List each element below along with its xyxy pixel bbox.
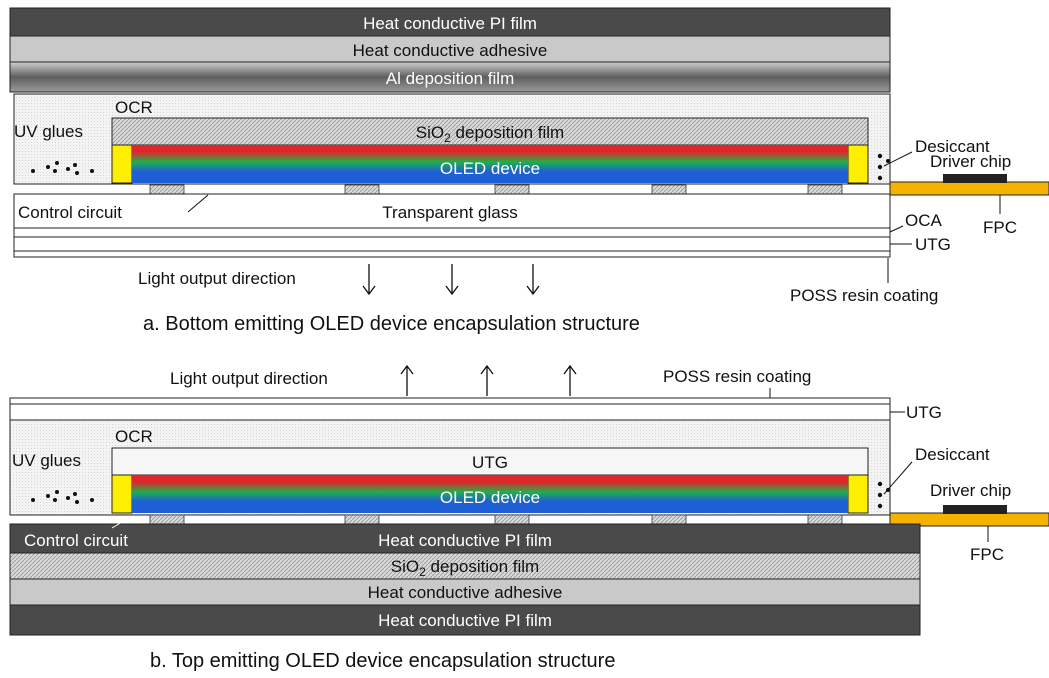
- uv-glue-left: [111, 144, 133, 184]
- utg-inner-label-b: UTG: [472, 453, 508, 472]
- driver-chip-label: Driver chip: [930, 152, 1011, 171]
- uv-glue-right-b: [847, 474, 869, 514]
- adhesive-layer-b: [9, 578, 921, 606]
- pi-film-layer: [9, 7, 891, 37]
- diagram-a: Heat conductive PI film Heat conductive …: [9, 7, 1049, 335]
- oled-device-label: OLED device: [440, 159, 540, 178]
- light-arrows-up: [400, 364, 577, 396]
- caption-b: b. Top emitting OLED device encapsulatio…: [150, 650, 615, 672]
- pi-film-label-2-b: Heat conductive PI film: [378, 611, 552, 630]
- utg-layer: [13, 236, 891, 252]
- sio2-film-label: SiO2 deposition film: [416, 123, 564, 145]
- fpc-strip: [889, 181, 1049, 196]
- control-circuit-label: Control circuit: [18, 203, 122, 222]
- oca-label: OCA: [905, 211, 943, 230]
- control-circuit-label-b: Control circuit: [24, 531, 128, 550]
- oled-device: [132, 145, 848, 183]
- uv-glues-label: UV glues: [14, 122, 83, 141]
- fpc-label: FPC: [983, 218, 1017, 237]
- transparent-glass-label: Transparent glass: [382, 203, 517, 222]
- light-arrows-down: [362, 264, 540, 296]
- uv-glues-label-b: UV glues: [12, 451, 81, 470]
- utg-label: UTG: [915, 235, 951, 254]
- poss-coating-b: [9, 397, 891, 405]
- poss-coating: [13, 250, 891, 258]
- adhesive-label: Heat conductive adhesive: [353, 41, 548, 60]
- desiccant-leader: [883, 151, 913, 167]
- driver-chip-b: [943, 505, 1007, 514]
- adhesive-layer: [9, 35, 891, 63]
- control-circuit-leader: [187, 194, 209, 213]
- uv-glue-left-b: [111, 474, 133, 514]
- desiccant-label-b: Desiccant: [915, 445, 990, 464]
- al-film-layer: [9, 61, 891, 93]
- adhesive-label-b: Heat conductive adhesive: [368, 583, 563, 602]
- diagram-b: Light output direction POSS resin coatin…: [9, 364, 1049, 672]
- light-output-label-b: Light output direction: [170, 369, 328, 388]
- oled-device-b: [132, 475, 848, 513]
- poss-label: POSS resin coating: [790, 286, 938, 305]
- light-output-label: Light output direction: [138, 269, 296, 288]
- desiccant-leader-b: [883, 461, 913, 495]
- desiccant-particles-a: [877, 153, 890, 181]
- control-circuit-pads: [149, 184, 843, 195]
- oca-layer: [13, 227, 891, 238]
- caption-a: a. Bottom emitting OLED device encapsula…: [143, 313, 640, 335]
- control-circuit-leader-b: [111, 515, 133, 529]
- oca-leader: [889, 225, 904, 233]
- uv-glue-right: [847, 144, 869, 184]
- desiccant-label: Desiccant: [915, 137, 990, 156]
- utg-top-label-b: UTG: [906, 403, 942, 422]
- transparent-glass: [13, 193, 891, 229]
- utg-top-layer-b: [9, 403, 891, 421]
- ocr-label: OCR: [115, 98, 153, 117]
- ocr-label-b: OCR: [115, 427, 153, 446]
- poss-label-b: POSS resin coating: [663, 367, 811, 386]
- pi-film-layer-1-b: [9, 523, 921, 554]
- driver-chip-label-b: Driver chip: [930, 481, 1011, 500]
- fpc-label-b: FPC: [970, 545, 1004, 564]
- sio2-film-label-b: SiO2 deposition film: [391, 557, 539, 579]
- utg-inner-layer-b: [111, 447, 869, 476]
- driver-chip: [943, 174, 1007, 183]
- pi-film-label-1-b: Heat conductive PI film: [378, 531, 552, 550]
- glue-particles-left: [31, 161, 94, 175]
- control-circuit-pads-b: [149, 514, 843, 525]
- pi-film-label: Heat conductive PI film: [363, 14, 537, 33]
- al-film-label: Al deposition film: [386, 69, 515, 88]
- glue-particles-left-b: [31, 490, 94, 504]
- oled-device-label-b: OLED device: [440, 488, 540, 507]
- pi-film-layer-2-b: [9, 604, 921, 636]
